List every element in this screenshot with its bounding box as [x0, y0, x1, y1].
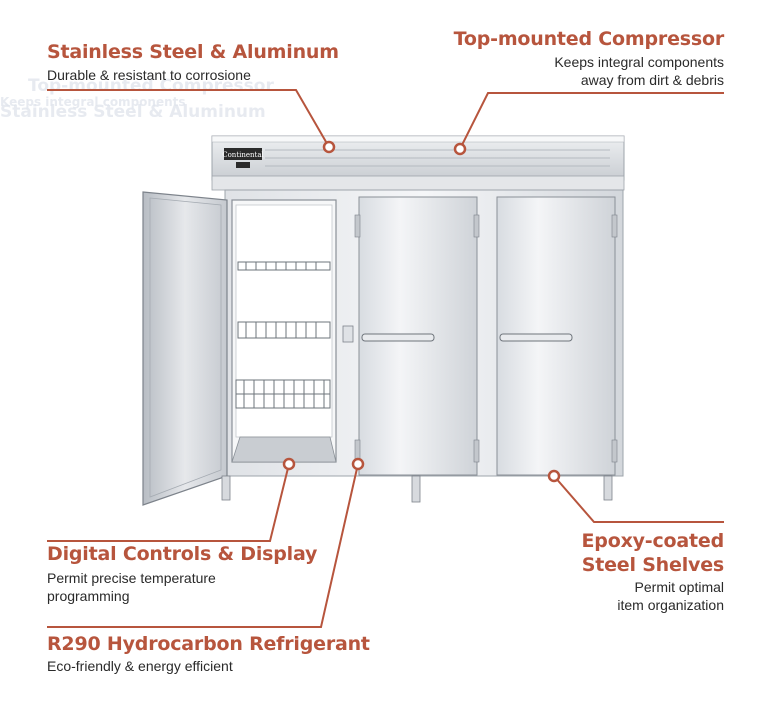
legs	[221, 475, 613, 503]
feature-title-compressor: Top-mounted Compressor	[453, 28, 725, 50]
brand-plate-text: Continental	[222, 151, 264, 159]
callout-dot-icon	[282, 140, 561, 483]
feature-desc-compressor-2: away from dirt & debris	[580, 72, 724, 88]
door-handle-icon	[361, 333, 573, 342]
feature-desc-compressor-1: Keeps integral components	[554, 54, 724, 70]
feature-title-stainless: Stainless Steel & Aluminum	[47, 41, 339, 63]
feature-desc-refrigerant: Eco-friendly & energy efficient	[47, 658, 233, 674]
vent-louvers	[265, 149, 610, 167]
feature-desc-controls-1: Permit precise temperature	[47, 570, 216, 586]
ghost-text-2: Keeps integral components	[0, 95, 186, 109]
brand-plate	[224, 148, 262, 160]
feature-desc-stainless: Durable & resistant to corrosione	[47, 67, 251, 83]
feature-desc-shelves-1: Permit optimal	[634, 579, 724, 595]
feature-title-refrigerant: R290 Hydrocarbon Refrigerant	[47, 633, 370, 655]
feature-title-controls: Digital Controls & Display	[47, 543, 318, 565]
wire-shelf-icon	[235, 261, 331, 409]
feature-desc-shelves-2: item organization	[617, 597, 724, 613]
feature-title-shelves-2: Steel Shelves	[581, 554, 724, 576]
feature-desc-controls-2: programming	[47, 588, 130, 604]
feature-title-shelves-1: Epoxy-coated	[581, 530, 725, 552]
ghost-text-3: Stainless Steel & Aluminum	[0, 102, 266, 122]
